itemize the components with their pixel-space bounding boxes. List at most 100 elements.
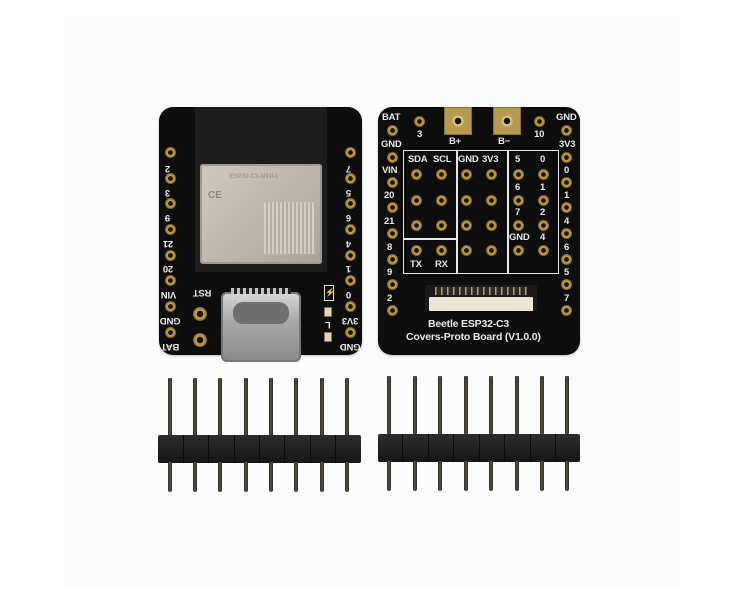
pad-10 xyxy=(534,116,545,127)
usb-c-connector xyxy=(221,288,301,362)
proto-left-pad-4 xyxy=(387,254,398,265)
header-pin xyxy=(515,376,519,434)
group-i2c-box xyxy=(403,150,458,240)
label-g3-b3: 4 xyxy=(540,232,546,243)
header-pin xyxy=(244,462,248,492)
pad-gnd-top xyxy=(561,125,572,136)
pin-label-right-3: 4 xyxy=(346,238,352,249)
pad-right-1 xyxy=(345,250,356,261)
group-power-box xyxy=(456,150,509,274)
pad-right-0 xyxy=(345,275,356,286)
proto-right-label-5: 5 xyxy=(564,267,570,278)
covers-proto-board: BAT 3 B+ B− 10 GND GND VIN 20 21 8 9 2 3… xyxy=(378,107,580,355)
proto-left-pad-6 xyxy=(387,305,398,316)
pad-3 xyxy=(414,116,425,127)
pad-right-7 xyxy=(345,147,356,158)
header-pin xyxy=(413,376,417,434)
pad-left-9 xyxy=(165,198,176,209)
proto-pad-g1-r1-c0 xyxy=(411,195,422,206)
header-pin xyxy=(294,378,298,436)
proto-left-label-6: 2 xyxy=(387,293,393,304)
label-sda: SDA xyxy=(408,154,428,165)
label-g3-a0: 5 xyxy=(515,154,521,165)
proto-pad-g3-r0-c1 xyxy=(538,169,549,180)
proto-right-pad-6 xyxy=(561,305,572,316)
label-bat: BAT xyxy=(382,112,401,123)
proto-right-label-3: 4 xyxy=(564,216,570,227)
pin-label-left-0: 2 xyxy=(165,163,171,174)
proto-left-pad-2 xyxy=(387,202,398,213)
proto-pad-g2-r1-c0 xyxy=(461,195,472,206)
header-segment xyxy=(453,434,454,462)
proto-right-pad-3 xyxy=(561,228,572,239)
label-g3-b1: 1 xyxy=(540,182,546,193)
header-pin xyxy=(269,378,273,436)
proto-right-label-0: 3V3 xyxy=(559,139,576,150)
proto-pad-g3-r2-c0 xyxy=(513,220,524,231)
label-b-minus: B− xyxy=(498,136,511,147)
proto-pad-g3-r1-c0 xyxy=(513,195,524,206)
header-segment xyxy=(530,434,531,462)
board-title-line2: Covers-Proto Board (V1.0.0) xyxy=(406,331,541,343)
proto-right-pad-0 xyxy=(561,152,572,163)
header-pin xyxy=(565,461,569,491)
label-3: 3 xyxy=(417,129,423,140)
proto-right-label-4: 6 xyxy=(564,242,570,253)
proto-right-pad-5 xyxy=(561,279,572,290)
pad-left-20 xyxy=(165,275,176,286)
header-segment xyxy=(259,435,260,463)
proto-left-label-2: 20 xyxy=(384,190,395,201)
pad-right-gnd xyxy=(345,327,356,338)
proto-pad-g1-r2-c0 xyxy=(411,220,422,231)
label-tx: TX xyxy=(410,259,422,270)
pin-label-right-4: 1 xyxy=(346,263,352,274)
proto-pad-tx xyxy=(411,245,422,256)
charge-indicator-icon: ⚡ xyxy=(324,285,335,301)
proto-pad-g1-r2-c1 xyxy=(436,220,447,231)
proto-left-label-1: VIN xyxy=(382,165,398,176)
label-rx: RX xyxy=(435,259,448,270)
label-g3-a3: GND xyxy=(509,232,530,243)
header-pin xyxy=(540,461,544,491)
proto-right-pad-2 xyxy=(561,202,572,213)
pad-right-4 xyxy=(345,224,356,235)
proto-right-label-2: 1 xyxy=(564,190,570,201)
proto-right-pad-1 xyxy=(561,177,572,188)
usb-c-opening xyxy=(233,302,289,324)
proto-pad-rx xyxy=(436,245,447,256)
header-segment xyxy=(402,434,403,462)
led-label: L xyxy=(325,319,331,330)
header-pin xyxy=(489,376,493,434)
pad-left-2 xyxy=(165,147,176,158)
pin-label-right-1: 5 xyxy=(346,187,352,198)
rst-pad-2 xyxy=(193,333,207,347)
pad-right-5 xyxy=(345,173,356,184)
label-gnd-top: GND xyxy=(556,112,577,123)
proto-left-label-3: 21 xyxy=(384,216,395,227)
rst-pad-1 xyxy=(193,307,207,321)
proto-pad-g2-r1-c1 xyxy=(486,195,497,206)
header-pin xyxy=(193,378,197,436)
label-gnd-group: GND xyxy=(458,154,479,165)
proto-left-label-0: GND xyxy=(381,139,402,150)
label-g3-a1: 6 xyxy=(515,182,521,193)
header-segment xyxy=(428,434,429,462)
label-g3-b0: 0 xyxy=(540,154,546,165)
pin-label-left-5: VIN xyxy=(161,289,177,300)
pin-label-left-2: 9 xyxy=(165,212,171,223)
battery-minus-pad xyxy=(493,107,521,135)
header-pin xyxy=(218,378,222,436)
fpc-pins xyxy=(435,287,527,295)
proto-pad-g1-r1-c1 xyxy=(436,195,447,206)
proto-left-pad-1 xyxy=(387,177,398,188)
pin-label-left-1: 3 xyxy=(165,187,171,198)
proto-pad-g3-r0-c0 xyxy=(513,169,524,180)
label-3v3-group: 3V3 xyxy=(482,154,499,165)
header-pin xyxy=(464,376,468,434)
pin-label-right-6: 3V3 xyxy=(342,315,359,326)
header-pin xyxy=(244,378,248,436)
header-segment xyxy=(208,435,209,463)
header-segment xyxy=(479,434,480,462)
pad-left-gnd xyxy=(165,327,176,338)
proto-pad-g2-r0-c0 xyxy=(461,169,472,180)
